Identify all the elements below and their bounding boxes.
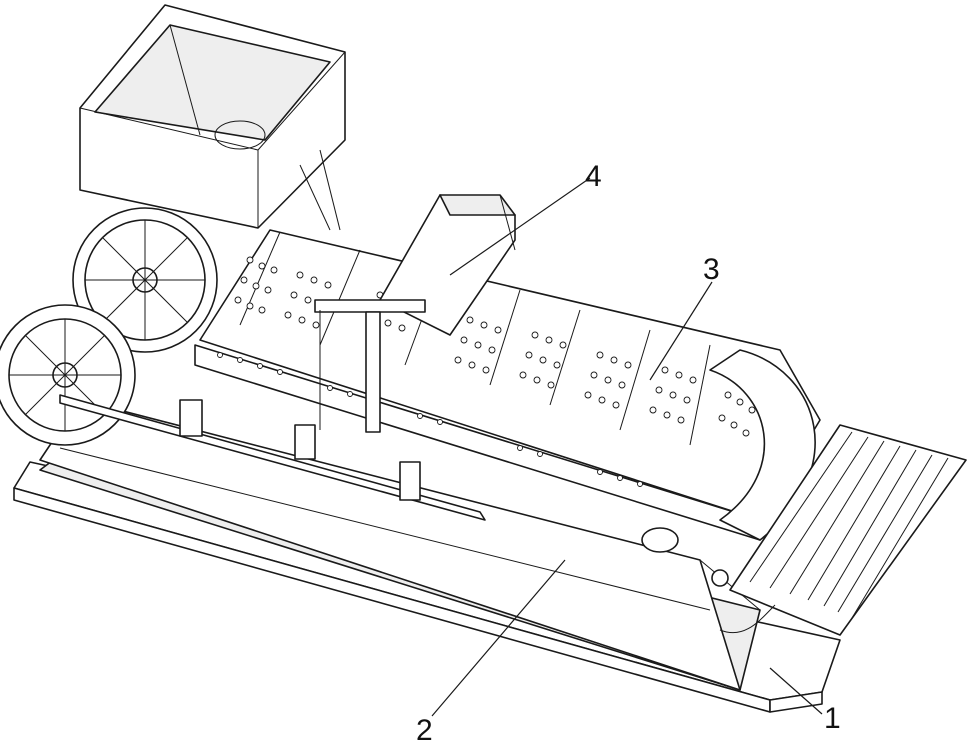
callout-label-4: 4 bbox=[585, 162, 602, 192]
lower-gear bbox=[0, 305, 135, 445]
hopper bbox=[80, 5, 345, 230]
callout-label-1: 1 bbox=[824, 704, 841, 734]
callout-label-3: 3 bbox=[703, 255, 720, 285]
callout-label-2: 2 bbox=[416, 716, 433, 746]
